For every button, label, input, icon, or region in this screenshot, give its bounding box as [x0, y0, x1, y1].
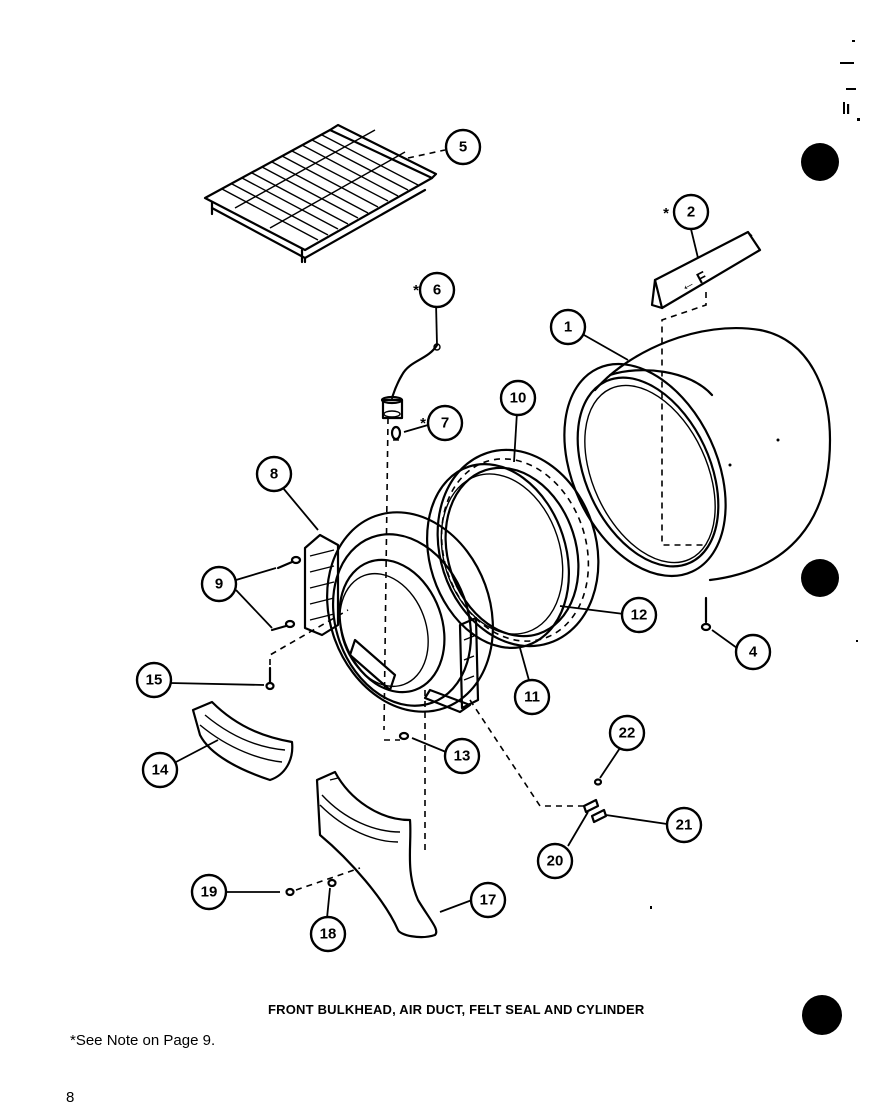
front-bulkhead [326, 511, 494, 714]
svg-text:13: 13 [454, 748, 471, 765]
leader-2 [689, 224, 699, 259]
part-6-lamp-socket [380, 343, 441, 420]
svg-text:17: 17 [480, 892, 497, 909]
callout-13: 13 [443, 737, 481, 775]
svg-text:7: 7 [441, 415, 449, 432]
binder-hole-top [801, 143, 839, 181]
callout-9: 9 [200, 565, 238, 603]
svg-text:8: 8 [270, 466, 278, 483]
svg-text:9: 9 [215, 576, 223, 593]
svg-text:10: 10 [510, 390, 527, 407]
leader-21 [605, 814, 668, 825]
svg-text:12: 12 [631, 607, 648, 624]
dash-2-to-1 [661, 292, 707, 546]
svg-text:19: 19 [201, 884, 218, 901]
part-4-screw [700, 596, 712, 632]
callout-21: 21 [665, 806, 703, 844]
svg-text:*: * [420, 415, 426, 432]
part-22-screw [593, 778, 603, 786]
svg-text:18: 18 [320, 926, 337, 943]
svg-text:*: * [663, 205, 669, 222]
leader-1 [583, 334, 629, 361]
binder-hole-middle [801, 559, 839, 597]
leader-14 [175, 739, 219, 763]
part-13-screw [398, 731, 410, 741]
page-number: 8 [66, 1089, 75, 1106]
leader-10 [513, 411, 518, 463]
callout-6: *6 [413, 271, 456, 309]
part-18-screw [327, 878, 337, 888]
footnote: *See Note on Page 9. [70, 1032, 216, 1049]
leader-5 [407, 149, 446, 159]
callout-18: 18 [309, 915, 347, 953]
part-17-air-duct [315, 770, 438, 939]
svg-text:*: * [413, 282, 419, 299]
svg-text:5: 5 [459, 139, 467, 156]
part-15-screw [265, 666, 275, 691]
svg-text:15: 15 [146, 672, 163, 689]
callout-22: 22 [608, 714, 646, 752]
leader-13 [411, 737, 447, 753]
svg-text:6: 6 [433, 282, 441, 299]
part-7-lamp-bulb [390, 425, 402, 441]
leader-22 [599, 747, 621, 779]
leader-9b [235, 589, 273, 629]
callout-2: *2 [663, 193, 710, 231]
callout-4: 4 [734, 633, 772, 671]
callout-20: 20 [536, 842, 574, 880]
callout-12: 12 [620, 596, 658, 634]
part-20-clip [582, 798, 600, 814]
leader-12 [559, 605, 625, 615]
leader-15 [169, 682, 265, 686]
callout-7: *7 [420, 404, 464, 442]
svg-text:2: 2 [687, 204, 695, 221]
leader-6 [435, 302, 438, 346]
dash-lamp-down [383, 417, 389, 731]
svg-text:22: 22 [619, 725, 636, 742]
callout-14: 14 [141, 751, 179, 789]
svg-text:4: 4 [749, 644, 758, 661]
svg-text:11: 11 [524, 689, 540, 706]
dash-15 [269, 609, 349, 665]
leader-17 [439, 899, 473, 913]
callout-5: 5 [444, 128, 482, 166]
part-5-wire-rack [203, 123, 438, 264]
leader-9a [235, 567, 277, 581]
part-19-screw [285, 887, 295, 897]
part-14-duct-cap [191, 700, 294, 782]
part-21-clip [590, 808, 608, 824]
svg-text:F: F [694, 268, 710, 287]
leader-8 [282, 487, 319, 531]
figure-caption: FRONT BULKHEAD, AIR DUCT, FELT SEAL AND … [268, 1002, 645, 1017]
svg-text:21: 21 [676, 817, 693, 834]
leader-4 [711, 629, 738, 649]
dash-20 [469, 699, 584, 807]
svg-text:14: 14 [152, 762, 169, 779]
leader-20 [567, 811, 589, 847]
scan-noise [650, 40, 860, 909]
tick-mark: I [846, 101, 850, 118]
leader-18 [326, 887, 331, 919]
svg-text:20: 20 [547, 853, 564, 870]
binder-hole-bottom [802, 995, 842, 1035]
leader-11 [519, 647, 531, 685]
callout-8: 8 [255, 455, 293, 493]
callout-11: 11 [513, 678, 551, 716]
part-2-baffle: ← F [650, 230, 762, 310]
leader-7 [403, 424, 429, 433]
callout-19: 19 [190, 873, 228, 911]
part-9-screws [270, 555, 302, 632]
part-11-seal-ring [426, 463, 570, 649]
callout-1: 1 [549, 308, 587, 346]
callout-10: 10 [499, 379, 537, 417]
dash-19 [295, 867, 361, 891]
callout-15: 15 [135, 661, 173, 699]
svg-text:←: ← [677, 273, 698, 295]
part-1-cylinder [563, 326, 832, 582]
svg-text:1: 1 [564, 319, 572, 336]
callout-17: 17 [469, 881, 507, 919]
